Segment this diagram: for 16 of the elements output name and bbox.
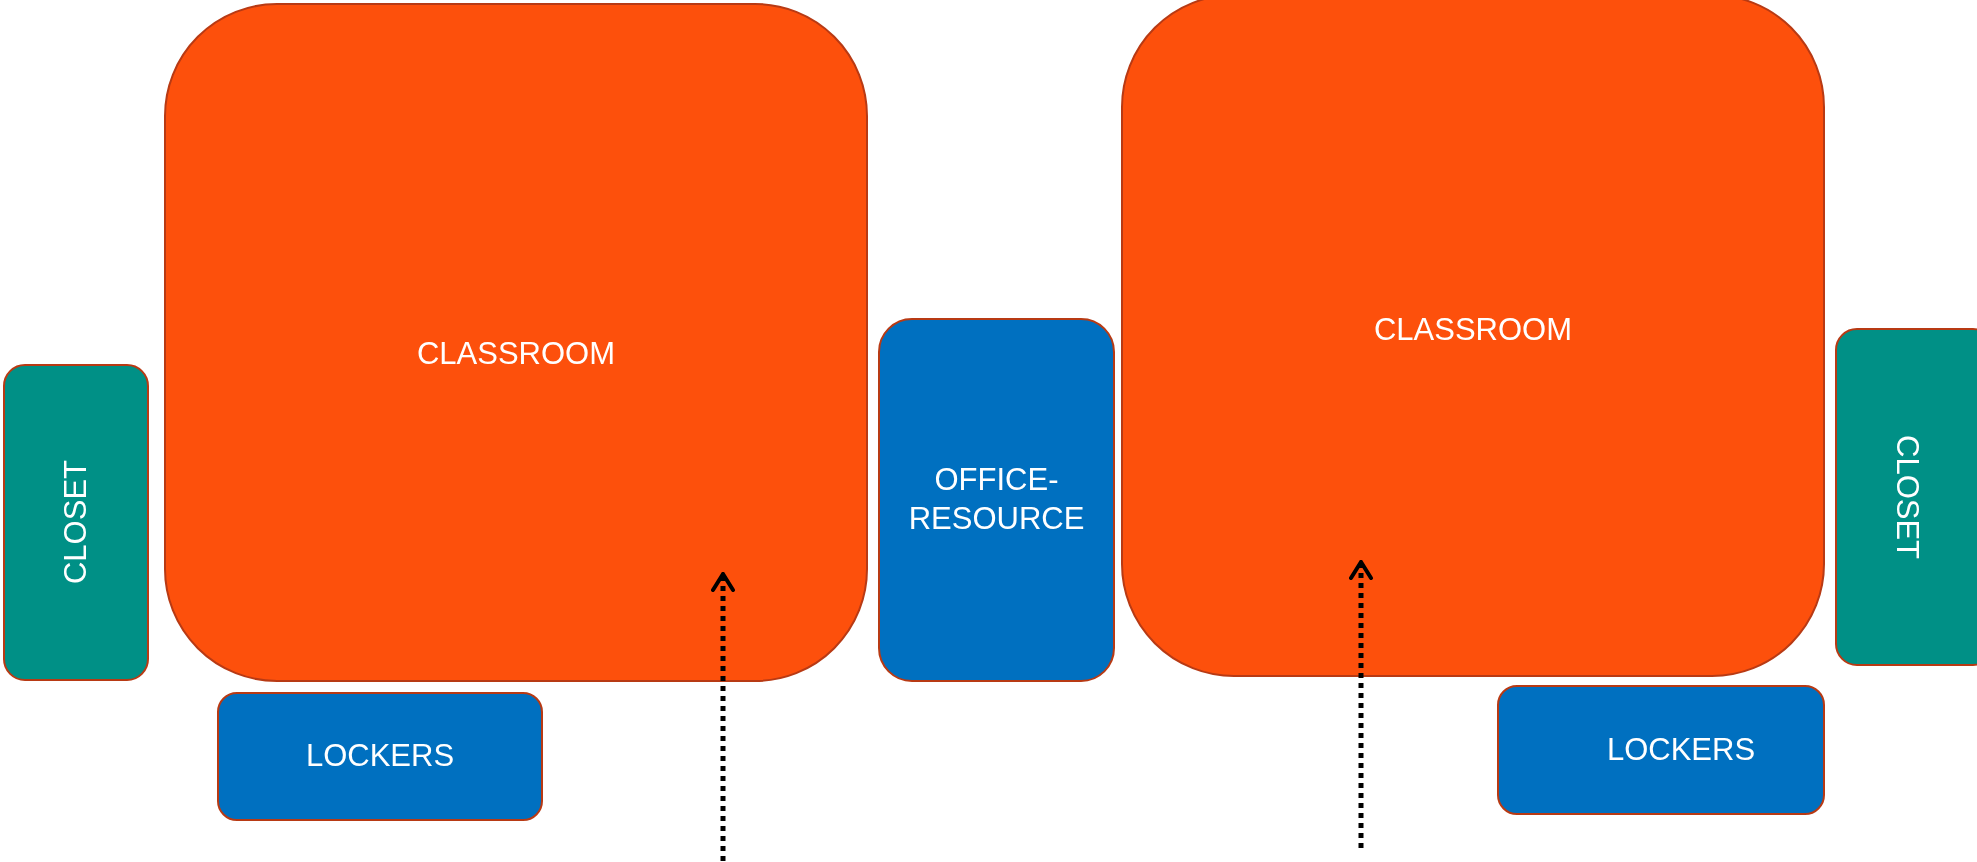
room-label: OFFICE- RESOURCE [907, 461, 1086, 538]
room-label: CLOSET [56, 460, 94, 585]
closet-area [3, 364, 149, 681]
lockers-area [1497, 685, 1825, 815]
room-label: CLASSROOM [416, 335, 616, 373]
room-label: CLASSROOM [1373, 311, 1573, 349]
room-label: LOCKERS [1606, 730, 1756, 769]
room-label: CLOSET [1889, 435, 1927, 559]
classroom-area [1121, 0, 1825, 677]
lockers-area [217, 692, 543, 821]
classroom-area [164, 3, 868, 682]
dotted-arrow [711, 572, 735, 861]
dotted-arrow [1349, 560, 1373, 848]
closet-area [1835, 328, 1977, 666]
room-label: LOCKERS [305, 737, 455, 776]
office-resource-area [878, 318, 1115, 682]
